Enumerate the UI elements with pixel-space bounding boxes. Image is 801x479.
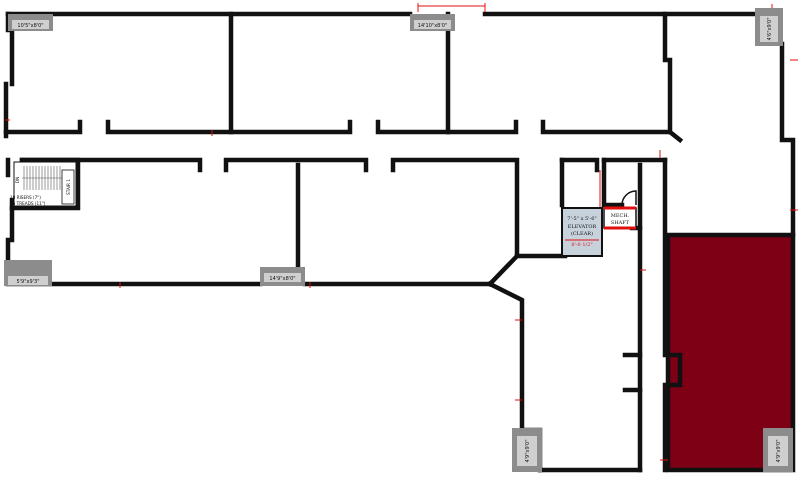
stair-dn: DN <box>15 177 20 183</box>
interior-walls <box>3 11 684 473</box>
svg-text:14'10"x8'0": 14'10"x8'0" <box>418 23 447 29</box>
column-c4: 5'9"x9'3" <box>4 260 52 286</box>
column-c2: 14'10"x8'0" <box>410 14 455 31</box>
column-c1: 10'5"x8'0" <box>8 14 53 31</box>
column-c5: 14'9"x8'0" <box>260 267 305 286</box>
elevator-line1: ELEVATOR <box>568 224 597 230</box>
svg-text:4'6"x9'0": 4'6"x9'0" <box>767 17 773 40</box>
svg-text:4'9"x9'0": 4'9"x9'0" <box>525 439 531 462</box>
svg-text:14'9"x8'0": 14'9"x8'0" <box>269 276 295 282</box>
svg-text:4'9"x9'0": 4'9"x9'0" <box>776 439 782 462</box>
stair-treads: 16 TREADS (11") <box>10 201 46 206</box>
column-c6: 4'9"x9'0" <box>512 428 542 472</box>
mech-line1: MECH. <box>611 213 630 219</box>
column-c7: 4'9"x9'0" <box>763 428 793 472</box>
svg-text:10'5"x8'0": 10'5"x8'0" <box>17 23 43 29</box>
mech-line2: SHAFT <box>611 220 630 226</box>
elevator-size: 7'-5" x 5'-6" <box>567 216 596 222</box>
stair-1: STAIR 1 DN 18 RISERS (7") 16 TREADS (11"… <box>10 161 77 207</box>
elevator: 7'-5" x 5'-6" ELEVATOR (CLEAR) 8'-0 1/2" <box>561 207 603 257</box>
elevator-dim: 8'-0 1/2" <box>571 242 592 248</box>
column-c3: 4'6"x9'0" <box>755 8 783 46</box>
mech-shaft: MECH. SHAFT <box>603 206 637 230</box>
elevator-line2: (CLEAR) <box>571 230 593 237</box>
svg-text:5'9"x9'3": 5'9"x9'3" <box>16 279 39 285</box>
stair-risers: 18 RISERS (7") <box>10 195 41 200</box>
stair-name: STAIR 1 <box>66 179 71 195</box>
door-swing <box>621 190 637 206</box>
